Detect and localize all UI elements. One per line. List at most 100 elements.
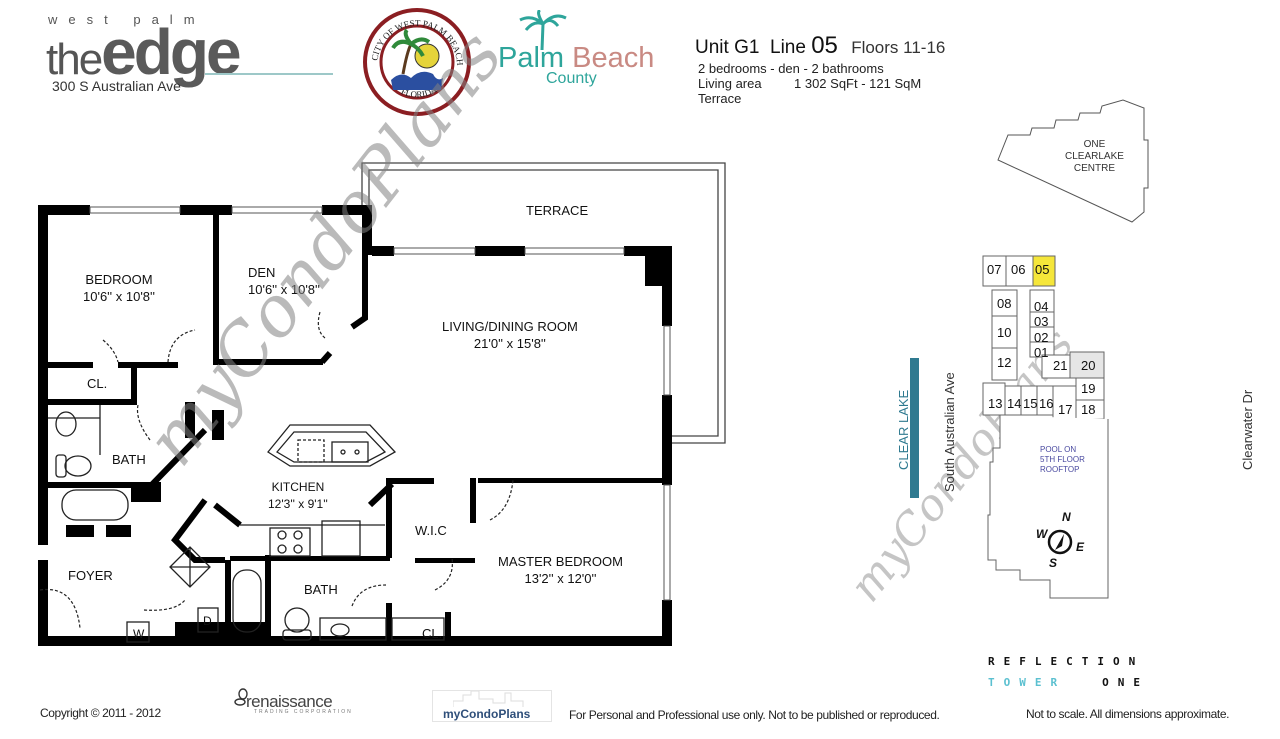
county-palm: Palm [498, 42, 565, 74]
unit-value: G1 [734, 37, 760, 58]
line-value: 05 [811, 32, 838, 59]
palm-tree-icon [519, 10, 567, 50]
county-label: County [546, 70, 597, 87]
pool-note-line-2: 5TH FLOOR [1040, 455, 1085, 464]
compass-e: E [1076, 540, 1085, 554]
unit-label: Unit [695, 37, 729, 58]
line-label: Line [770, 37, 806, 58]
copyright: Copyright © 2011 - 2012 [40, 706, 161, 720]
diagonal-walls [134, 255, 395, 563]
room-name: DEN [248, 265, 276, 280]
compass-w: W [1036, 527, 1048, 541]
living-area-label: Living area [698, 76, 762, 91]
developer-logo: renaissance TRADING CORPORATION [232, 688, 353, 715]
unit-14[interactable]: 14 [1007, 396, 1022, 411]
neighbor-line-2: CLEARLAKE [1065, 151, 1124, 162]
unit-06[interactable]: 06 [1011, 262, 1026, 277]
room-living-dining: LIVING/DINING ROOM 21'0'' x 15'8'' [442, 318, 578, 352]
unit-04[interactable]: 04 [1034, 299, 1049, 314]
room-name: TERRACE [526, 203, 589, 218]
room-walk-in-closet: W.I.C [415, 523, 447, 538]
room-master-bedroom: MASTER BEDROOM 13'2'' x 12'0'' [498, 553, 623, 587]
street-clearwater: Clearwater Dr [1240, 389, 1255, 470]
pool-note-line-1: POOL ON [1040, 445, 1077, 454]
room-size: 21'0'' x 15'8'' [473, 336, 546, 351]
floors-range: Floors 11-16 [851, 38, 946, 57]
room-bath-2: BATH [304, 582, 338, 597]
mycondoplans-logo[interactable]: myCondoPlans [432, 690, 552, 722]
unit-21[interactable]: 21 [1053, 358, 1068, 373]
project-tower: TOWER [988, 676, 1067, 689]
room-closet-2: CL. [422, 626, 443, 641]
terrace-outline [361, 162, 726, 444]
clear-lake-label: CLEAR LAKE [896, 389, 911, 470]
compass-s: S [1049, 556, 1058, 570]
kitchen-counter [240, 520, 385, 557]
unit-03[interactable]: 03 [1034, 314, 1049, 329]
pool-note: POOL ON 5TH FLOOR ROOFTOP [1040, 445, 1085, 475]
terrace-label: Terrace [698, 91, 742, 106]
skyline-icon [453, 691, 524, 707]
scale-notice: Not to scale. All dimensions approximate… [1026, 707, 1230, 721]
windows [89, 206, 671, 601]
brand-the: the [46, 35, 103, 84]
living-area-value: 1 302 SqFt - 121 SqM [794, 76, 922, 91]
kitchen-island [267, 424, 397, 467]
room-size: 10'6'' x 10'8'' [83, 289, 155, 304]
project-logo-tower: TOWER ONE [988, 676, 1149, 689]
room-terrace: TERRACE [526, 202, 588, 219]
unit-18[interactable]: 18 [1081, 402, 1096, 417]
unit-13[interactable]: 13 [988, 396, 1003, 411]
developer-logo-icon [234, 688, 248, 706]
building-address: 300 S Australian Ave [52, 78, 181, 94]
county-logo-text: Palm Beach [498, 42, 654, 75]
pool-note-line-3: ROOFTOP [1040, 465, 1080, 474]
unit-08[interactable]: 08 [997, 296, 1012, 311]
project-logo-reflection: REFLECTION [988, 655, 1145, 668]
neighbor-line-3: CENTRE [1073, 163, 1116, 174]
bath-fixtures [48, 405, 387, 641]
room-den: DEN 10'6'' x 10'8'' [248, 264, 320, 298]
mycondoplans-label: myCondoPlans [443, 707, 531, 721]
svg-text:W: W [133, 627, 145, 641]
room-name: LIVING/DINING ROOM [442, 319, 578, 334]
usage-notice: For Personal and Professional use only. … [569, 708, 940, 722]
unit-16[interactable]: 16 [1039, 396, 1054, 411]
room-closet-1: CL. [87, 376, 108, 391]
unit-17[interactable]: 17 [1058, 402, 1073, 417]
compass-n: N [1062, 510, 1071, 524]
unit-15[interactable]: 15 [1023, 396, 1038, 411]
room-bath-1: BATH [112, 452, 146, 467]
unit-05-highlighted[interactable]: 05 [1035, 262, 1050, 277]
unit-details: 2 bedrooms - den - 2 bathrooms Living ar… [698, 61, 921, 106]
neighbor-line-1: ONE [1083, 139, 1106, 150]
brand-logo: theedge [46, 20, 242, 84]
neighbor-building-label: ONE CLEARLAKE CENTRE [1065, 139, 1124, 175]
unit-12[interactable]: 12 [997, 355, 1012, 370]
city-seal-logo: CITY OF WEST PALM BEACH FLORIDA [363, 8, 471, 116]
unit-title: Unit G1 Line 05 Floors 11-16 [695, 32, 945, 60]
unit-01[interactable]: 01 [1034, 345, 1049, 360]
street-south-australian: South Australian Ave [942, 372, 957, 492]
developer-subtitle: TRADING CORPORATION [254, 709, 353, 715]
room-size: 10'6'' x 10'8'' [248, 282, 320, 297]
room-summary: 2 bedrooms - den - 2 bathrooms [698, 61, 884, 76]
project-one: ONE [1102, 676, 1149, 689]
unit-10[interactable]: 10 [997, 325, 1012, 340]
room-bedroom: BEDROOM 10'6'' x 10'8'' [83, 271, 155, 305]
developer-name: renaissance [246, 692, 333, 711]
svg-text:D: D [203, 614, 212, 628]
walls [38, 205, 672, 646]
room-size: 12'3'' x 9'1'' [268, 497, 328, 511]
unit-07[interactable]: 07 [987, 262, 1002, 277]
unit-20[interactable]: 20 [1081, 358, 1096, 373]
room-kitchen: KITCHEN 12'3'' x 9'1'' [268, 479, 328, 513]
room-size: 13'2'' x 12'0'' [524, 571, 597, 586]
unit-19[interactable]: 19 [1081, 381, 1096, 396]
unit-02[interactable]: 02 [1034, 330, 1049, 345]
brand-underline [205, 73, 333, 75]
room-name: KITCHEN [271, 480, 325, 494]
brand-subtitle: west palm [48, 12, 206, 27]
door-swings [39, 311, 514, 629]
